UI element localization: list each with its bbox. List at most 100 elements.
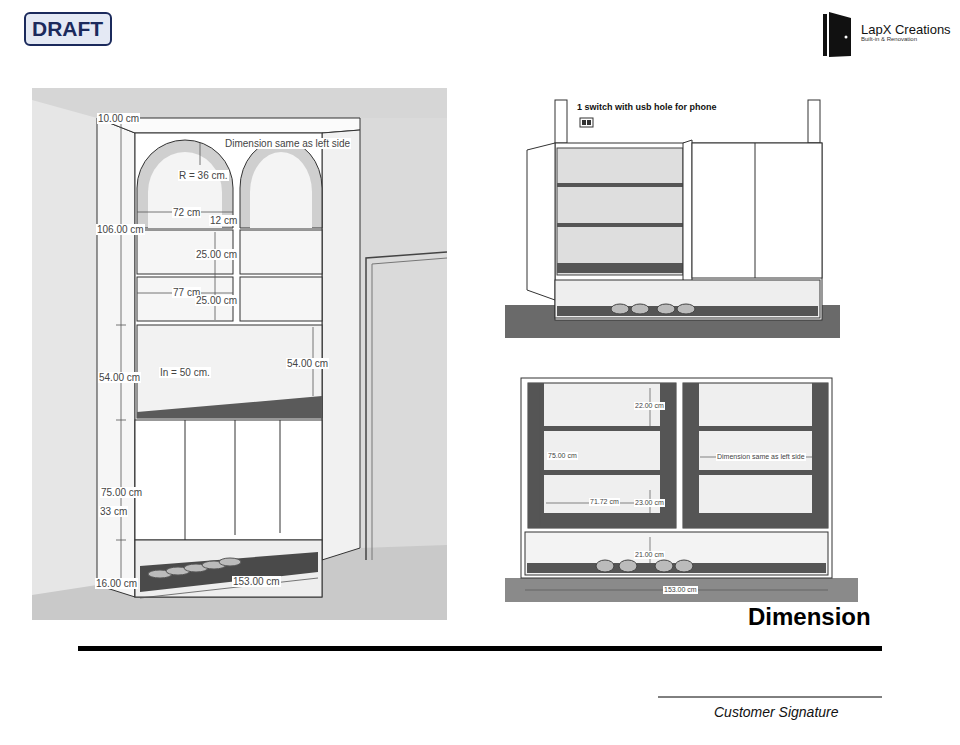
drawing-part bbox=[683, 470, 828, 475]
drawing-part bbox=[528, 383, 544, 528]
drawing-part bbox=[677, 304, 695, 314]
drawing-part bbox=[200, 143, 201, 165]
drawing-part bbox=[596, 560, 614, 572]
drawing-part bbox=[683, 513, 828, 528]
drawing-part bbox=[557, 183, 683, 187]
dimension-label: 75.00 cm bbox=[547, 452, 578, 460]
draft-badge: DRAFT bbox=[24, 12, 112, 46]
drawing-part bbox=[137, 396, 322, 418]
dimension-label: Dimension same as left side bbox=[224, 138, 351, 149]
dimension-label: 33 cm bbox=[99, 506, 128, 517]
dimension-label: 16.00 cm bbox=[95, 578, 138, 589]
front-view-open bbox=[505, 100, 840, 338]
drawing-part bbox=[505, 362, 858, 602]
drawing-part bbox=[322, 130, 360, 560]
drawing-part bbox=[655, 560, 673, 572]
drawing-part bbox=[650, 537, 651, 563]
dimension-label: Dimension same as left side bbox=[716, 453, 806, 461]
drawing-part bbox=[116, 420, 126, 421]
front-view-dimensions bbox=[505, 362, 858, 602]
dimension-label: 25.00 cm bbox=[195, 249, 238, 260]
drawing-part bbox=[619, 560, 637, 572]
drawing-part bbox=[692, 143, 822, 278]
drawing-part bbox=[528, 426, 676, 431]
drawing-part bbox=[32, 88, 447, 620]
drawing-part bbox=[587, 120, 591, 125]
drawing-part bbox=[525, 532, 828, 575]
drawing-part bbox=[611, 304, 629, 314]
drawing-part bbox=[135, 540, 322, 597]
drawing-part bbox=[582, 120, 586, 125]
drawing-part bbox=[521, 378, 832, 578]
dimension-label: 10.00 cm bbox=[97, 113, 140, 124]
dimension-label: 72 cm bbox=[172, 207, 201, 218]
dimension-label: R = 36 cm. bbox=[178, 170, 229, 181]
drawing-part bbox=[97, 118, 135, 597]
drawing-part bbox=[808, 100, 820, 143]
drawing-part bbox=[235, 420, 236, 535]
drawing-part bbox=[823, 14, 827, 56]
drawing-part bbox=[683, 426, 828, 431]
drawing-part bbox=[557, 263, 683, 273]
drawing-part bbox=[135, 420, 322, 540]
drawing-part bbox=[360, 118, 447, 558]
drawing-part bbox=[755, 143, 756, 278]
dimension-label: 106.00 cm bbox=[96, 224, 145, 235]
dimension-label: 12 cm bbox=[209, 215, 238, 226]
signature-caption: Customer Signature bbox=[713, 705, 840, 720]
logo-icon bbox=[823, 12, 851, 57]
left-view bbox=[32, 88, 447, 620]
dimension-label: 25.00 cm bbox=[195, 295, 238, 306]
dimension-label: 71.72 cm bbox=[589, 498, 620, 506]
drawing-part bbox=[372, 258, 447, 560]
drawing-part bbox=[557, 223, 683, 227]
dimension-label: 75.00 cm bbox=[100, 487, 143, 498]
drawing-part bbox=[812, 383, 828, 528]
drawing-part bbox=[280, 420, 281, 533]
drawing-part bbox=[137, 325, 322, 418]
drawing-part bbox=[240, 140, 322, 228]
drawing-part bbox=[557, 148, 683, 275]
drawing-part bbox=[631, 304, 649, 314]
drawing-part bbox=[116, 540, 126, 541]
dimension-label: 54.00 cm bbox=[98, 372, 141, 383]
dimension-label: 153.00 cm bbox=[232, 576, 281, 587]
drawing-part bbox=[215, 232, 216, 320]
drawing-part bbox=[528, 470, 676, 475]
drawing-part bbox=[525, 385, 828, 590]
drawing-part bbox=[683, 383, 699, 528]
drawing-part bbox=[505, 578, 858, 602]
drawing-part bbox=[683, 140, 692, 285]
drawing-part bbox=[505, 100, 840, 338]
company-tagline: Built-in & Renovation bbox=[860, 36, 918, 43]
drawing-part bbox=[528, 383, 676, 528]
drawing-part bbox=[366, 252, 447, 560]
rule bbox=[78, 646, 882, 651]
drawing-part bbox=[657, 304, 675, 314]
dimension-label: 153.00 cm bbox=[663, 586, 698, 594]
drawing-part bbox=[185, 420, 186, 540]
drawing-part bbox=[555, 100, 567, 143]
dimension-label: 54.00 cm bbox=[286, 358, 329, 369]
drawing-part bbox=[140, 578, 318, 598]
drawing-part bbox=[140, 552, 318, 592]
dimension-label: 23.00 cm bbox=[634, 499, 665, 507]
drawing-part bbox=[240, 277, 322, 321]
drawing-part bbox=[540, 385, 541, 526]
dimension-label: In = 50 cm. bbox=[159, 367, 211, 378]
dimension-label: 21.00 cm bbox=[634, 551, 665, 559]
drawing-part bbox=[240, 230, 322, 274]
drawing-part bbox=[527, 143, 555, 300]
badge-text: DRAFT bbox=[32, 17, 104, 40]
drawing-part bbox=[829, 12, 851, 57]
drawing-part bbox=[845, 36, 848, 39]
drawing-part bbox=[675, 560, 693, 572]
drawing-part bbox=[580, 118, 593, 127]
drawing-part bbox=[219, 558, 241, 566]
signature-line bbox=[658, 697, 882, 698]
title: Dimension bbox=[747, 604, 872, 630]
drawing-part bbox=[683, 383, 828, 528]
drawing-part bbox=[555, 280, 820, 318]
